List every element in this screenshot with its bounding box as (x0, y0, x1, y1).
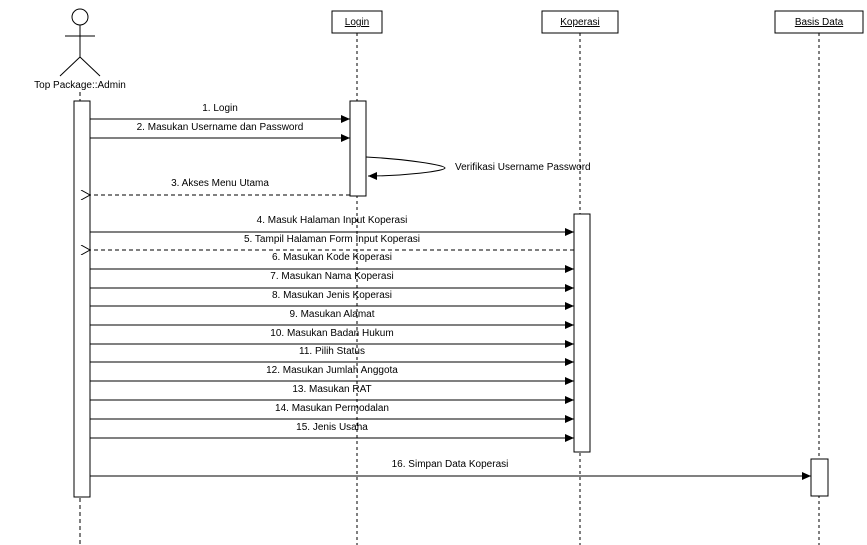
actor-head (71, 8, 89, 26)
activation-actor (73, 100, 91, 498)
message-arrow-self (365, 156, 446, 180)
message-label-4: 4. Masuk Halaman Input Koperasi (257, 215, 408, 226)
lifeline-label-login: Login (345, 17, 369, 28)
actor-figure (59, 8, 101, 77)
activation-login (349, 100, 367, 197)
message-label-14: 14. Masukan Permodalan (275, 403, 389, 414)
activation-koperasi (573, 213, 591, 453)
lifeline-header-koperasi: Koperasi (541, 10, 619, 34)
message-label-5: 5. Tampil Halaman Form Input Koperasi (244, 234, 420, 245)
lifeline-header-login: Login (331, 10, 383, 34)
lifeline-label-basis-data: Basis Data (795, 17, 844, 28)
message-label-16: 16. Simpan Data Koperasi (392, 459, 509, 470)
activation-basis-data (810, 458, 829, 497)
message-label-12: 12. Masukan Jumlah Anggota (266, 365, 398, 376)
message-label-self: Verifikasi Username Password (455, 162, 591, 173)
message-label-11: 11. Pilih Status (299, 346, 365, 357)
message-label-7: 7. Masukan Nama Koperasi (270, 271, 393, 282)
actor-left-leg (59, 56, 81, 77)
message-label-9: 9. Masukan Alamat (289, 309, 374, 320)
message-label-10: 10. Masukan Badan Hukum (270, 328, 393, 339)
message-label-15: 15. Jenis Usaha (296, 422, 368, 433)
message-label-8: 8. Masukan Jenis Koperasi (272, 290, 392, 301)
actor-right-leg (79, 56, 101, 77)
lifeline-label-koperasi: Koperasi (560, 17, 599, 28)
message-label-2: 2. Masukan Username dan Password (137, 122, 304, 133)
message-label-13: 13. Masukan RAT (292, 384, 371, 395)
lifeline-header-basis-data: Basis Data (774, 10, 864, 34)
actor-name: Top Package::Admin (34, 80, 126, 91)
message-label-3: 3. Akses Menu Utama (171, 178, 269, 189)
message-label-6: 6. Masukan Kode Koperasi (272, 252, 392, 263)
message-label-1: 1. Login (202, 103, 238, 114)
